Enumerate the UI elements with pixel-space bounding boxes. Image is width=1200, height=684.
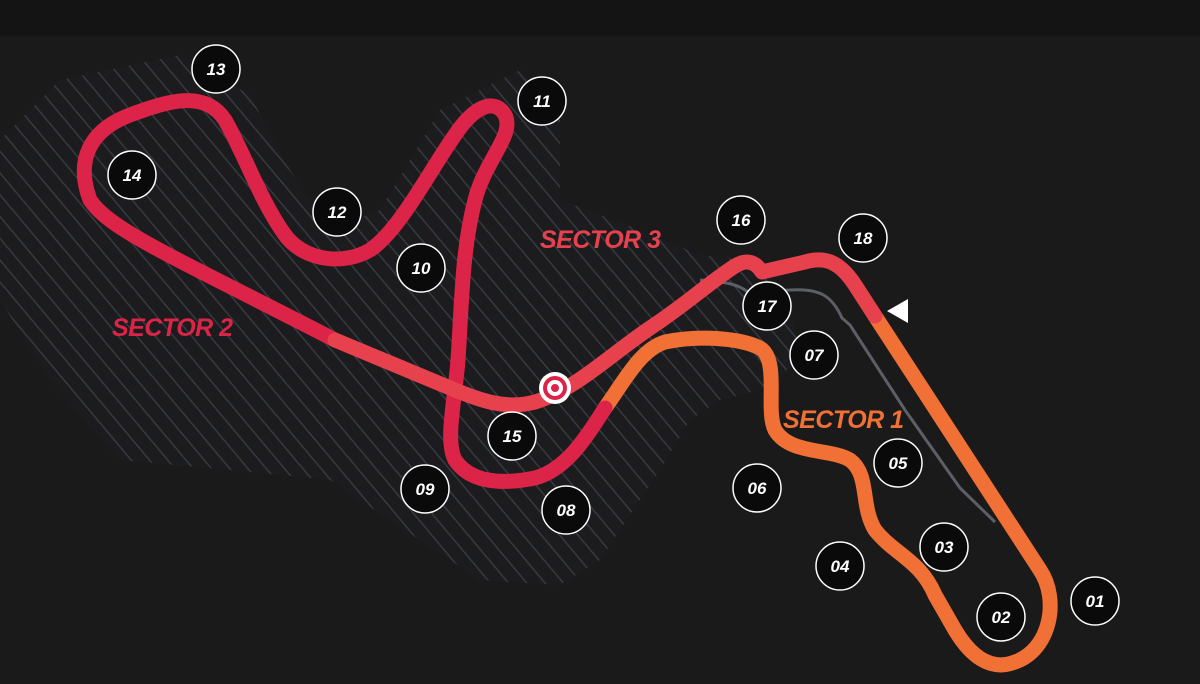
corner-marker-15: 15 [487,411,537,461]
corner-number: 06 [748,479,767,498]
corner-number: 16 [732,211,751,230]
corner-marker-05: 05 [873,438,923,488]
corner-circle [838,213,888,263]
corner-marker-08: 08 [541,485,591,535]
sector-2-label: SECTOR 2 [112,314,233,342]
corner-number: 14 [123,166,142,185]
corner-number: 11 [533,92,551,111]
corner-circle [815,541,865,591]
corner-circle [789,330,839,380]
sector-3-label: SECTOR 3 [540,226,661,254]
runoff-area-hatched [0,55,800,585]
corner-marker-18: 18 [838,213,888,263]
corner-circle [400,464,450,514]
corner-circle [976,592,1026,642]
triangle-left-icon [887,299,908,323]
corner-number: 01 [1086,592,1105,611]
corner-circle [517,76,567,126]
corner-marker-10: 10 [396,243,446,293]
corner-marker-11: 11 [517,76,567,126]
corner-number: 05 [889,454,908,473]
corner-number: 18 [854,229,873,248]
sector-1-label: SECTOR 1 [783,406,904,434]
corner-number: 04 [831,557,850,576]
corner-circle [396,243,446,293]
corner-number: 15 [503,427,522,446]
corner-number: 10 [412,259,431,278]
corner-number: 13 [207,60,226,79]
corner-marker-13: 13 [191,44,241,94]
corner-circle [742,281,792,331]
corner-marker-01: 01 [1070,576,1120,626]
corner-number: 17 [758,297,778,316]
corner-number: 08 [557,501,576,520]
corner-marker-04: 04 [815,541,865,591]
corner-marker-02: 02 [976,592,1026,642]
corner-marker-16: 16 [716,195,766,245]
corner-circle [1070,576,1120,626]
track-sector-3 [327,252,883,413]
target-icon [539,372,571,404]
corner-number: 02 [992,608,1011,627]
corner-marker-14: 14 [107,150,157,200]
track-sector-2 [76,93,613,489]
corner-number: 03 [935,538,954,557]
corner-circle [732,463,782,513]
top-band [0,0,1200,36]
corner-number: 12 [328,203,347,222]
corner-circle [873,438,923,488]
corner-circle [716,195,766,245]
corner-circle [541,485,591,535]
corner-marker-06: 06 [732,463,782,513]
corner-marker-03: 03 [919,522,969,572]
corner-circle [191,44,241,94]
corner-marker-07: 07 [789,330,839,380]
start-finish-marker [887,299,908,323]
corner-marker-17: 17 [742,281,792,331]
track-sector-1 [597,308,1058,673]
corner-circle [919,522,969,572]
corner-marker-09: 09 [400,464,450,514]
corner-circle [107,150,157,200]
corner-markers: 01 02 03 04 05 06 07 08 09 10 11 12 13 14 15 16 17 18 [107,44,1120,642]
corner-number: 07 [805,346,825,365]
corner-number: 09 [416,480,435,499]
corner-circle [487,411,537,461]
corner-circle [312,187,362,237]
corner-marker-12: 12 [312,187,362,237]
